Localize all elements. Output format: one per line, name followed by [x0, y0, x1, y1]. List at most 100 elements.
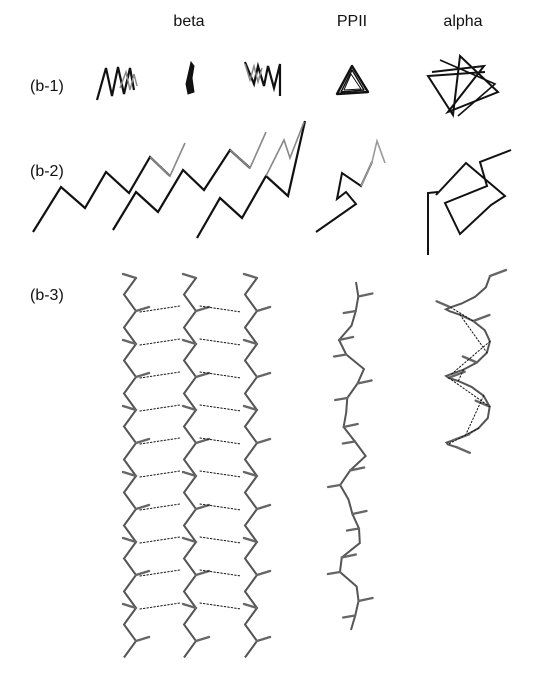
ppii-sidechain [342, 309, 357, 315]
beta-sidechain [194, 635, 211, 643]
b3-ppii-chain [326, 281, 374, 631]
beta-sidechain [134, 305, 151, 313]
b1-beta-zigzag-right [243, 61, 282, 96]
beta-hbond [139, 470, 181, 478]
beta-sidechain [194, 569, 211, 577]
beta-hbond [139, 371, 181, 379]
ppii-sidechain [341, 440, 357, 445]
beta-hbond [199, 569, 242, 577]
ppii-sidechain [356, 379, 373, 385]
beta-sidechain [121, 602, 138, 610]
beta-sidechain [255, 635, 272, 643]
beta-hbond [199, 602, 242, 610]
ppii-sidechain [340, 553, 357, 559]
beta-sidechain [242, 272, 259, 280]
b2-beta-strand-1 [32, 142, 186, 233]
ppii-sidechain [357, 596, 374, 603]
beta-sidechain [255, 437, 272, 445]
beta-sidechain [181, 536, 198, 544]
beta-sidechain [255, 305, 272, 313]
beta-sidechain [121, 272, 138, 280]
alpha-sidechain [435, 300, 452, 309]
beta-strand-1 [122, 277, 138, 659]
alpha-sidechain [451, 433, 471, 442]
beta-hbond [139, 437, 181, 445]
beta-hbond [139, 305, 181, 313]
alpha-sidechain [488, 268, 508, 278]
beta-sidechain [134, 635, 151, 643]
beta-hbond [199, 437, 242, 445]
b3-alpha-helix [435, 268, 508, 455]
beta-hbond [139, 536, 181, 544]
alpha-sidechain [472, 313, 491, 323]
beta-sidechain [242, 404, 259, 412]
ppii-sidechain [342, 422, 359, 429]
alpha-hbond [447, 427, 479, 445]
beta-strand-3 [243, 277, 259, 659]
ppii-sidechain [333, 353, 348, 358]
beta-sidechain [194, 371, 211, 379]
beta-hbond [139, 404, 181, 412]
beta-sidechain [255, 371, 272, 379]
beta-sidechain [134, 569, 151, 577]
alpha-hbond [448, 377, 491, 408]
beta-hbond [139, 338, 181, 346]
beta-sidechain [121, 404, 138, 412]
beta-sidechain [134, 503, 151, 511]
beta-sidechain [121, 338, 138, 346]
b1-beta-end-view [185, 60, 195, 95]
beta-sidechain [181, 338, 198, 346]
ppii-sidechain [337, 335, 355, 342]
alpha-hbond [459, 314, 488, 354]
beta-sidechain [242, 536, 259, 544]
ppii-sidechain [348, 466, 366, 472]
row-label-b3: (b-3) [30, 287, 64, 304]
ppii-sidechain [326, 570, 342, 576]
beta-hbond [139, 602, 181, 610]
beta-sidechain [242, 602, 259, 610]
ppii-sidechain [334, 396, 349, 402]
column-label-alpha: alpha [443, 13, 483, 30]
alpha-hbond [450, 306, 474, 322]
b2-beta-strand-2 [112, 131, 267, 231]
beta-hbond [199, 371, 242, 379]
row-label-b2: (b-2) [30, 163, 64, 180]
beta-sidechain [181, 470, 198, 478]
b2-beta-strand-3 [196, 120, 307, 239]
beta-sidechain [255, 569, 272, 577]
ppii-sidechain [357, 292, 374, 298]
beta-hbond [139, 569, 181, 577]
ppii-sidechain [345, 527, 361, 532]
beta-sidechain [134, 371, 151, 379]
b1-ppii-triangle [335, 64, 370, 96]
row-label-b1: (b-1) [30, 78, 64, 95]
ppii-backbone [337, 281, 367, 631]
column-label-beta: beta [173, 13, 205, 30]
b2-ppii-helix [315, 138, 386, 233]
beta-sidechain [242, 470, 259, 478]
beta-sidechain [121, 536, 138, 544]
beta-sidechain [194, 503, 211, 511]
alpha-hbond [451, 340, 491, 375]
beta-sidechain [121, 470, 138, 478]
beta-hbond [199, 503, 242, 511]
beta-hbond [139, 503, 181, 511]
alpha-sidechain [474, 399, 491, 408]
alpha-hbond [457, 369, 464, 382]
alpha-backbone [443, 275, 491, 454]
beta-sidechain [194, 305, 211, 313]
ppii-sidechain [351, 509, 368, 516]
b1-alpha-star [426, 53, 500, 118]
ppii-sidechain [326, 483, 342, 489]
b1-beta-zigzag-left [95, 66, 138, 101]
beta-sidechain [134, 437, 151, 445]
beta-sidechain [181, 404, 198, 412]
alpha-sidechain [461, 355, 479, 364]
column-label-ppii: PPII [336, 13, 368, 30]
beta-hbond [199, 404, 242, 412]
alpha-hbond [464, 395, 485, 437]
beta-sidechain [181, 602, 198, 610]
beta-hbond [199, 338, 242, 346]
